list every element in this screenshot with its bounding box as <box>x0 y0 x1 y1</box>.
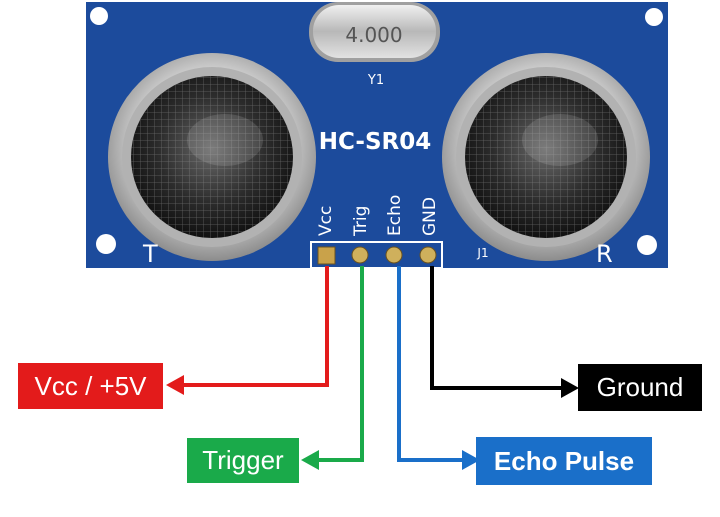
pin-label-trig: Trig <box>351 206 371 237</box>
pin-label-gnd: GND <box>420 197 440 236</box>
arrow-vcc <box>166 375 184 395</box>
transmitter-transducer: T <box>108 53 316 268</box>
wire-ground <box>430 266 563 390</box>
receiver-mark: R <box>596 240 613 268</box>
echo-pulse-label: Echo Pulse <box>476 437 652 485</box>
model-label: HC-SR04 <box>319 129 431 155</box>
hc-sr04-board: 4.000 Y1 T R HC-SR04 <box>86 2 668 269</box>
ground-label: Ground <box>578 364 702 411</box>
transmitter-mark: T <box>142 240 158 268</box>
pin-echo <box>385 246 403 264</box>
pin-header-outline <box>310 241 443 269</box>
arrow-echo <box>462 450 480 470</box>
crystal-marking: 4.000 <box>345 23 402 47</box>
pin-label-vcc: Vcc <box>316 206 336 236</box>
wire-echo <box>397 266 464 462</box>
trigger-label: Trigger <box>187 438 299 483</box>
mount-hole-bottom-left <box>96 234 116 254</box>
mount-hole-top-left <box>90 7 108 25</box>
mount-hole-bottom-right <box>637 235 657 255</box>
vcc-label: Vcc / +5V <box>18 363 163 409</box>
pin-gnd <box>419 246 437 264</box>
crystal-oscillator: 4.000 Y1 <box>309 2 440 88</box>
pin-vcc <box>317 246 336 265</box>
receiver-transducer: R <box>442 53 650 268</box>
crystal-ref-label: Y1 <box>367 73 384 88</box>
wire-vcc <box>182 266 329 387</box>
connector-ref-label: J1 <box>476 246 488 260</box>
pin-trig <box>351 246 369 264</box>
wiring <box>182 266 563 462</box>
pin-label-echo: Echo <box>385 195 405 236</box>
arrow-trigger <box>301 450 319 470</box>
arrow-ground <box>561 378 579 398</box>
wire-trigger <box>317 266 364 462</box>
mount-hole-top-right <box>645 8 663 26</box>
